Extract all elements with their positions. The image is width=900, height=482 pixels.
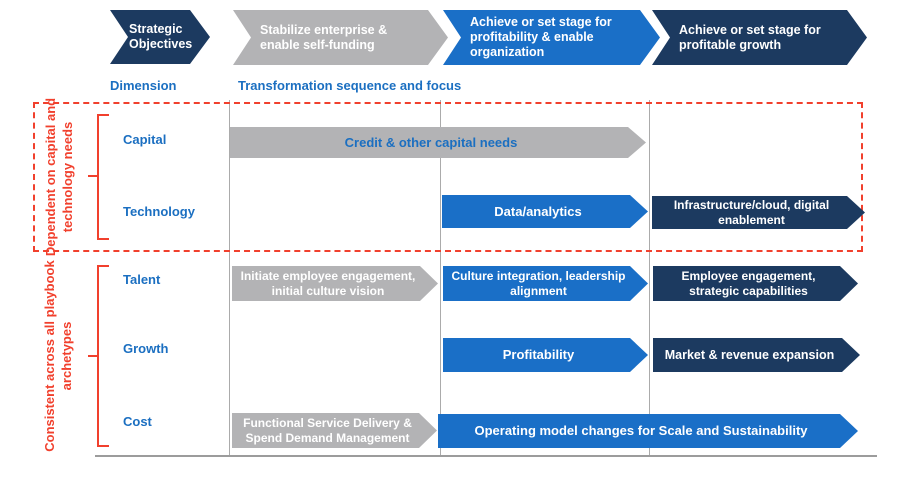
arrow-functional-service-delivery: Functional Service Delivery & Spend Dema…	[232, 413, 437, 448]
arrow-culture-integration: Culture integration, leadership alignmen…	[443, 266, 648, 301]
row-label-growth: Growth	[123, 341, 169, 356]
arrow-label: Market & revenue expansion	[664, 347, 835, 362]
arrow-credit-capital-needs: Credit & other capital needs	[230, 127, 646, 158]
row-label-talent: Talent	[123, 272, 161, 287]
bottom-rule	[95, 455, 877, 457]
bracket-capital-tech-arm	[99, 238, 109, 240]
arrow-data-analytics: Data/analytics	[442, 195, 648, 228]
bracket-playbook-arm	[99, 445, 109, 447]
bracket-capital-tech	[97, 114, 99, 240]
bracket-playbook-arm	[99, 265, 109, 267]
bracket-playbook-tick	[88, 355, 97, 357]
arrow-label: Profitability	[502, 347, 575, 363]
row-label-technology: Technology	[123, 204, 195, 219]
header-arrow-strategic-objectives: Strategic Objectives	[110, 10, 210, 64]
bracket-capital-tech-arm	[99, 114, 109, 116]
header-arrow-label: Achieve or set stage for profitable grow…	[679, 22, 821, 52]
arrow-profitability: Profitability	[443, 338, 648, 372]
arrow-infrastructure-cloud: Infrastructure/cloud, digital enablement	[652, 196, 865, 229]
header-arrow-label: Strategic Objectives	[129, 22, 193, 51]
bracket-playbook	[97, 265, 99, 447]
arrow-label: Employee engagement, strategic capabilit…	[681, 269, 816, 298]
header-arrow-label: Achieve or set stage for profitability &…	[470, 15, 612, 59]
arrow-employee-engagement: Employee engagement, strategic capabilit…	[653, 266, 858, 301]
arrow-market-revenue-expansion: Market & revenue expansion	[653, 338, 860, 372]
header-arrow-stabilize-enterprise: Stabilize enterprise & enable self-fundi…	[233, 10, 448, 65]
group-caption-playbook: Consistent across all playbook archetype…	[42, 260, 74, 452]
header-arrow-label: Stabilize enterprise & enable self-fundi…	[260, 22, 388, 52]
arrow-label: Functional Service Delivery & Spend Dema…	[243, 416, 412, 445]
row-label-capital: Capital	[123, 132, 167, 147]
column-separator	[649, 100, 650, 457]
arrow-operating-model-changes: Operating model changes for Scale and Su…	[438, 414, 858, 448]
header-arrow-achieve-profitability: Achieve or set stage for profitability &…	[443, 10, 660, 65]
row-label-cost: Cost	[123, 414, 152, 429]
capital-technology-dashed-box	[33, 102, 863, 252]
bracket-capital-tech-tick	[88, 175, 97, 177]
sequence-heading: Transformation sequence and focus	[238, 78, 462, 93]
arrow-label: Culture integration, leadership alignmen…	[451, 269, 626, 298]
arrow-label: Credit & other capital needs	[344, 134, 518, 150]
arrow-label: Data/analytics	[494, 203, 582, 219]
arrow-initiate-engagement: Initiate employee engagement, initial cu…	[232, 266, 438, 301]
header-arrow-profitable-growth: Achieve or set stage for profitable grow…	[652, 10, 867, 65]
dimension-heading: Dimension	[110, 78, 177, 93]
arrow-label: Initiate employee engagement, initial cu…	[240, 269, 416, 298]
column-separator	[229, 100, 230, 457]
arrow-label: Infrastructure/cloud, digital enablement	[673, 198, 830, 227]
arrow-label: Operating model changes for Scale and Su…	[474, 423, 808, 439]
column-separator	[440, 100, 441, 457]
